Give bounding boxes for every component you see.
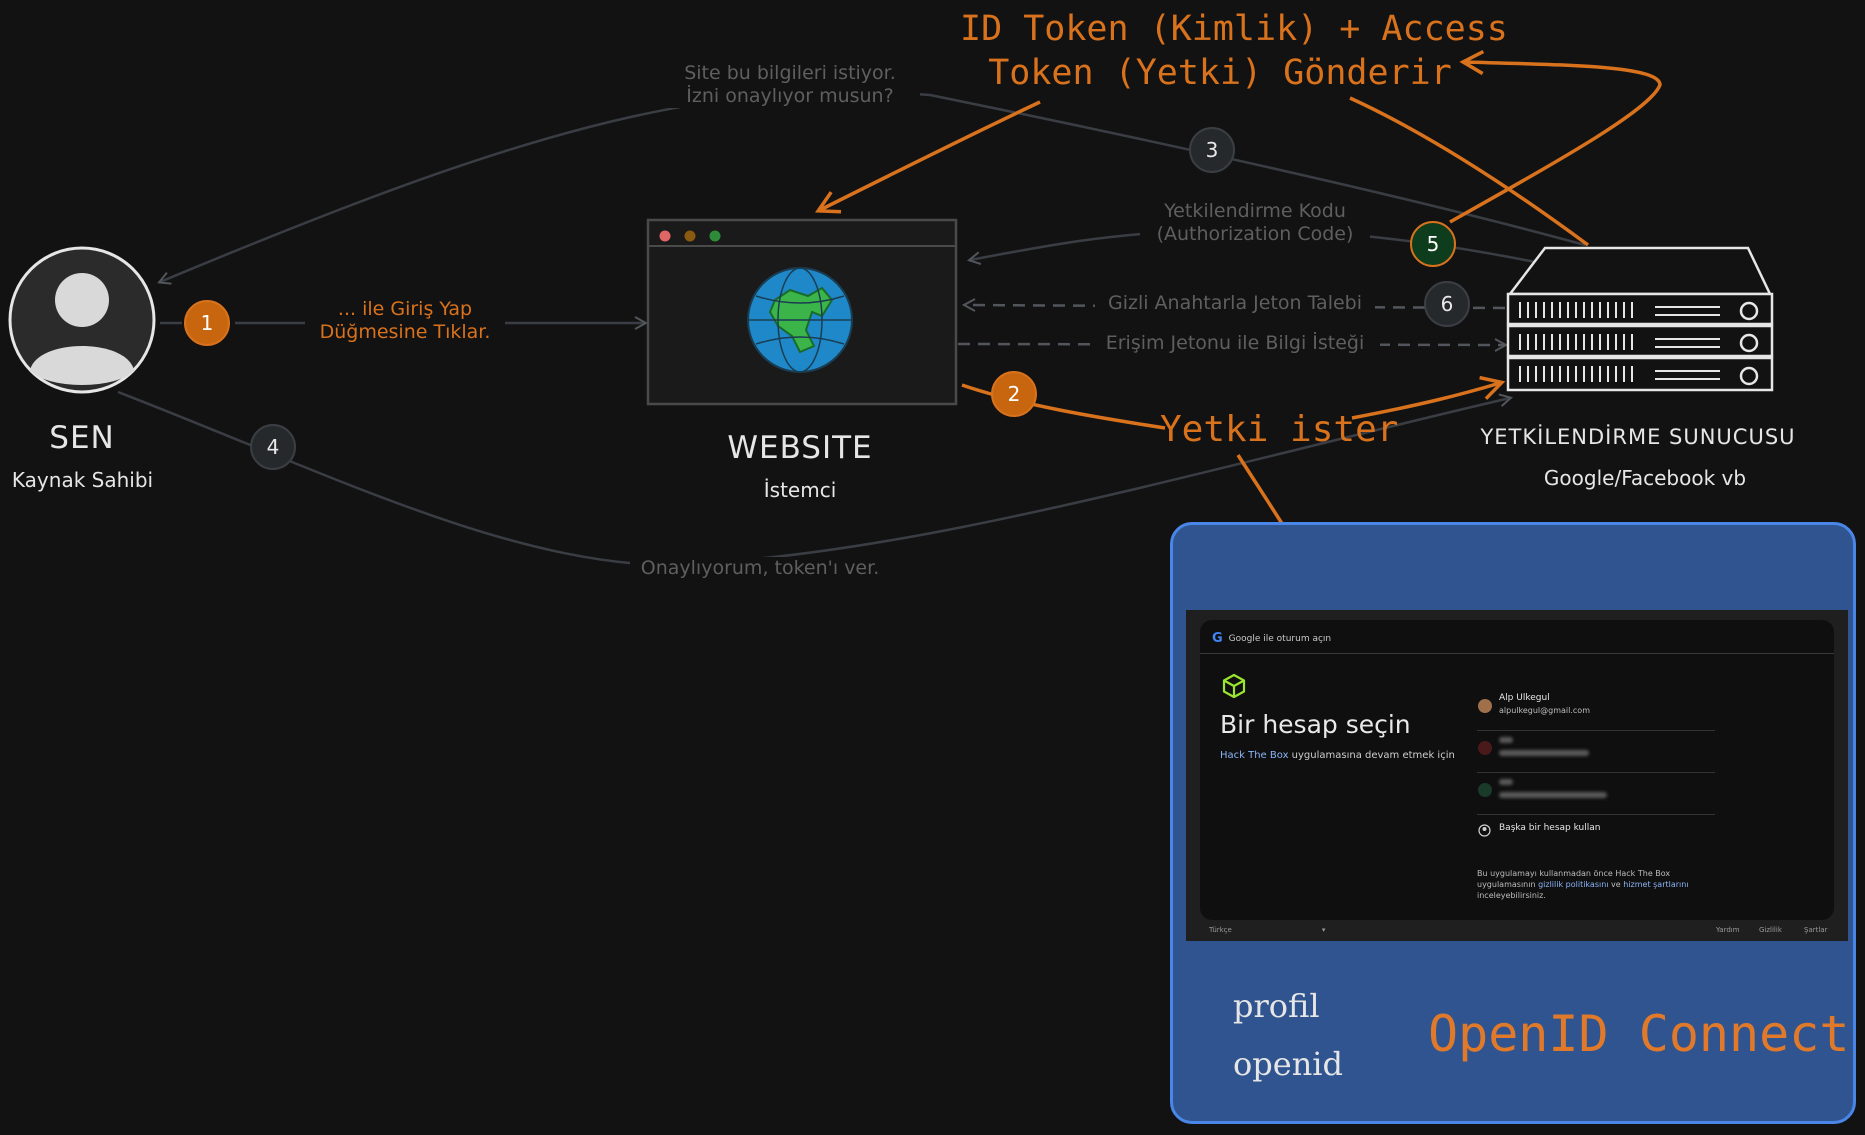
auth-code-label: Yetkilendirme Kodu (Authorization Code) (1140, 200, 1370, 246)
tokens-sent-label: ID Token (Kimlik) + Access Token (Yetki)… (960, 9, 1508, 93)
account-item-blurred-2[interactable] (1477, 774, 1715, 815)
use-other-account-label: Başka bir hesap kullan (1499, 823, 1601, 833)
scope-openid: openid (1233, 1045, 1344, 1083)
account-item-primary[interactable]: Alp Ulkegul alpulkegul@gmail.com (1477, 690, 1715, 731)
step-4-badge: 4 (250, 424, 296, 470)
avatar (1478, 699, 1492, 713)
terms-link[interactable]: hizmet şartlarını (1623, 880, 1689, 890)
continue-suffix: uygulamasına devam etmek için (1288, 750, 1455, 761)
account-email: alpulkegul@gmail.com (1499, 706, 1590, 715)
google-header-divider (1200, 653, 1834, 654)
step-6-badge: 6 (1424, 281, 1470, 327)
language-selector[interactable]: Türkçe ▾ (1209, 926, 1325, 934)
approve-label: Onaylıyorum, token'ı ver. (630, 557, 890, 580)
step-5-badge: 5 (1410, 221, 1456, 267)
legal-part: Bu uygulamayı kullanmadan önce Hack The … (1477, 869, 1671, 890)
server-subtitle: Google/Facebook vb (1543, 466, 1747, 490)
server-rack-icon (1506, 246, 1774, 392)
app-name-link[interactable]: Hack The Box (1220, 750, 1289, 761)
user-avatar-icon (8, 246, 156, 394)
client-subtitle: İstemci (763, 478, 837, 502)
blurred-name (1499, 779, 1513, 785)
user-subtitle: Kaynak Sahibi (11, 468, 154, 492)
browser-window-icon (646, 218, 958, 406)
legal-part: inceleyebilirsiniz. (1477, 891, 1546, 901)
client-title: WEBSITE (727, 430, 873, 466)
account-name: Alp Ulkegul (1499, 693, 1550, 703)
privacy-policy-link[interactable]: gizlilik politikasını (1538, 880, 1609, 890)
google-header-text: Google ile oturum açın (1228, 633, 1332, 644)
consent-request-label: Site bu bilgileri istiyor. İzni onaylıyo… (660, 62, 920, 108)
google-logo-icon: G (1212, 631, 1223, 646)
token-request-label: Gizli Anahtarla Jeton Talebi (1095, 292, 1375, 315)
asks-auth-label: Yetki ister (1160, 409, 1399, 450)
openid-connect-title: OpenID Connect (1428, 1005, 1850, 1063)
globe-icon (747, 267, 853, 373)
footer-help-link[interactable]: Yardım (1716, 926, 1740, 934)
asks-auth-to-server-arrow (1351, 375, 1506, 420)
step-2-badge: 2 (991, 371, 1037, 417)
legal-text: Bu uygulamayı kullanmadan önce Hack The … (1477, 868, 1717, 902)
server-title: YETKİLENDİRME SUNUCUSU (1480, 425, 1796, 449)
login-click-label: ... ile Giriş Yap Düğmesine Tıklar. (305, 298, 505, 344)
footer-terms-link[interactable]: Şartlar (1804, 926, 1828, 934)
info-request-label: Erişim Jetonu ile Bilgi İsteği (1090, 332, 1380, 355)
chevron-down-icon: ▾ (1321, 926, 1326, 934)
tokens-to-website-arrow (814, 100, 1041, 214)
footer-privacy-link[interactable]: Gizlilik (1759, 926, 1782, 934)
blurred-name (1499, 737, 1513, 743)
blurred-email (1499, 792, 1607, 798)
step-1-badge: 1 (184, 300, 230, 346)
user-circle-icon (1478, 824, 1491, 837)
avatar (1478, 783, 1492, 797)
language-label: Türkçe (1209, 926, 1232, 934)
cube-icon (1222, 673, 1246, 699)
step-3-badge: 3 (1189, 127, 1235, 173)
continue-to-app-text: Hack The Box uygulamasına devam etmek iç… (1220, 750, 1455, 761)
google-header: G Google ile oturum açın (1212, 631, 1331, 646)
tokens-from-server-line (1349, 96, 1590, 247)
account-item-blurred-1[interactable] (1477, 732, 1715, 773)
scope-profile: profil (1233, 987, 1320, 1025)
step2-orange-line (961, 383, 1166, 430)
google-signin-screenshot: G Google ile oturum açın Bir hesap seçin… (1186, 610, 1848, 941)
flow-info-request-line (957, 344, 1505, 345)
legal-part: ve (1608, 880, 1624, 890)
step5-to-tokens-arrow (1449, 50, 1662, 224)
choose-account-heading: Bir hesap seçin (1220, 710, 1411, 739)
openid-connect-panel: G Google ile oturum açın Bir hesap seçin… (1170, 522, 1856, 1124)
blurred-email (1499, 750, 1589, 756)
use-other-account-item[interactable]: Başka bir hesap kullan (1477, 816, 1715, 856)
user-title: SEN (49, 420, 115, 456)
avatar (1478, 741, 1492, 755)
google-signin-card: G Google ile oturum açın Bir hesap seçin… (1200, 620, 1834, 920)
